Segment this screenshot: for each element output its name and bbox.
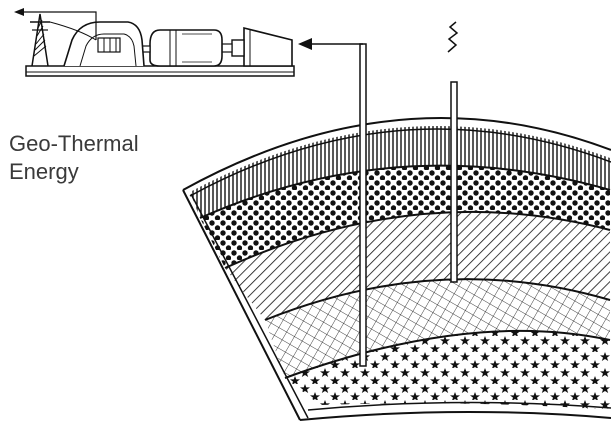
transformer-icon (63, 21, 145, 67)
injection-well (450, 81, 458, 283)
steam-pipe-arrow (298, 38, 363, 50)
arrow-icon (298, 38, 312, 50)
title-line-1: Geo-Thermal (9, 131, 139, 156)
arrow-icon (14, 8, 24, 16)
diagram-title: Geo-Thermal Energy (9, 130, 139, 186)
production-well (359, 43, 367, 367)
generator-icon (139, 29, 223, 67)
steam-icon (447, 21, 459, 53)
title-line-2: Energy (9, 159, 79, 184)
power-plant (14, 8, 295, 77)
earth-cross-section (182, 117, 611, 421)
turbine-icon (219, 26, 293, 67)
power-output-arrow (14, 8, 97, 40)
transmission-tower-icon (30, 13, 97, 67)
